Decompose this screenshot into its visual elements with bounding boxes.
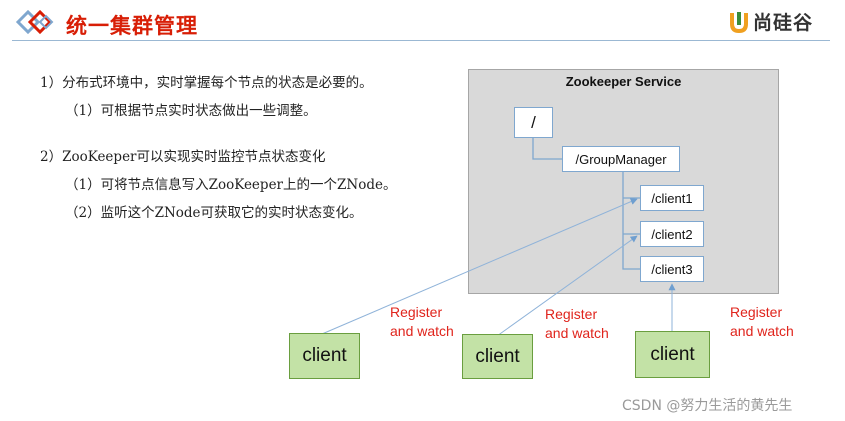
register-label-2: Register and watch	[545, 305, 609, 343]
register-label-3: Register and watch	[730, 303, 794, 341]
register-label-1-line2: and watch	[390, 323, 454, 339]
client-box-2: client	[462, 334, 533, 379]
service-title: Zookeeper Service	[565, 74, 682, 89]
point-2-sub-1: （1）可将节点信息写入ZooKeeper上的一个ZNode。	[65, 177, 397, 193]
watermark: CSDN @努力生活的黄先生	[622, 398, 793, 414]
tree-line-group-children	[622, 171, 640, 270]
register-label-1: Register and watch	[390, 303, 454, 341]
brand-logo: 尚硅谷	[728, 8, 813, 35]
tree-line-root-group	[532, 137, 562, 160]
point-2: 2）ZooKeeper可以实现实时监控节点状态变化	[40, 149, 326, 165]
point-1: 1）分布式环境中，实时掌握每个节点的状态是必要的。	[40, 75, 373, 91]
header-logo-icon	[14, 6, 58, 42]
register-label-3-line2: and watch	[730, 323, 794, 339]
point-1-sub: （1）可根据节点实时状态做出一些调整。	[65, 103, 317, 119]
arrow-client-b	[496, 235, 638, 337]
brand-mark-icon	[730, 11, 748, 33]
page-title: 统一集群管理	[66, 14, 198, 38]
client-box-1: client	[289, 333, 360, 379]
register-label-2-line2: and watch	[545, 325, 609, 341]
group-manager-node: /GroupManager	[562, 146, 680, 172]
brand-name: 尚硅谷	[753, 12, 814, 34]
register-label-3-line1: Register	[730, 304, 783, 320]
root-node: /	[514, 107, 553, 138]
client3-node: /client3	[640, 256, 704, 282]
arrow-client-a	[321, 198, 638, 335]
client2-node: /client2	[640, 221, 704, 247]
point-2-sub-2: （2）监听这个ZNode可获取它的实时状态变化。	[65, 205, 363, 221]
client1-node: /client1	[640, 185, 704, 211]
register-label-2-line1: Register	[545, 306, 598, 322]
client-box-3: client	[635, 331, 710, 378]
header-divider	[12, 40, 830, 41]
register-label-1-line1: Register	[390, 304, 443, 320]
